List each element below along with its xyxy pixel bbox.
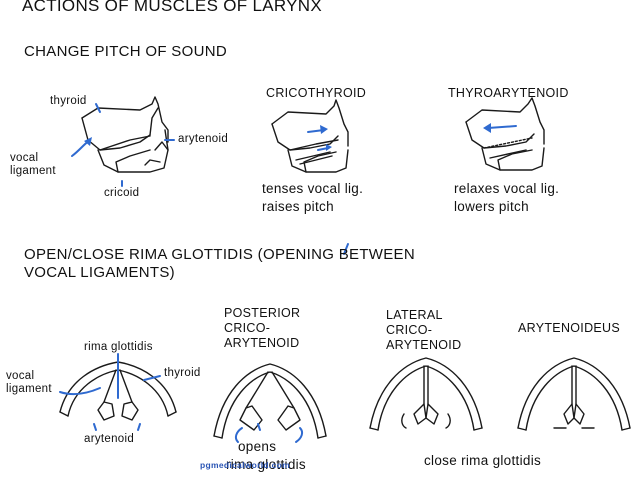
label-arytenoid-2: arytenoid [84, 433, 134, 445]
close-caption: close rima glottidis [424, 453, 541, 468]
posterior-name-1: POSTERIOR [224, 306, 300, 321]
arrowhead-cricothyroid [320, 125, 328, 134]
muscle-name-cricothyroid: CRICOTHYROID [266, 86, 366, 101]
glottis-arytenoideus-view [518, 358, 630, 430]
cricothyroid-action-2: raises pitch [262, 199, 334, 214]
thyroarytenoid-action-2: lowers pitch [454, 199, 529, 214]
tick-arytenoid-left [94, 424, 96, 430]
label-thyroid: thyroid [50, 95, 87, 107]
label-cricoid: cricoid [104, 187, 139, 199]
lateral-name-1: LATERAL [386, 308, 443, 323]
section-heading-pitch: CHANGE PITCH OF SOUND [24, 43, 227, 60]
larynx-thyroarytenoid-view [466, 98, 544, 170]
arrow-thyroarytenoid [488, 126, 516, 128]
posterior-action-1: opens [238, 439, 276, 454]
section-heading-glottis-line-1: OPEN/CLOSE RIMA GLOTTIDIS (OPENING BETWE… [24, 246, 415, 263]
arytenoideus-name: ARYTENOIDEUS [518, 321, 620, 336]
tick-arytenoid-right [138, 424, 140, 430]
larynx-side-view-labeled [82, 97, 168, 172]
thyroarytenoid-action-1: relaxes vocal lig. [454, 181, 559, 196]
posterior-name-3: ARYTENOID [224, 336, 299, 351]
muscle-name-thyroarytenoid: THYROARYTENOID [448, 86, 569, 101]
watermark: pgmedicalworld.com [200, 460, 290, 470]
arrowhead-cricothyroid-small [326, 144, 332, 151]
posterior-name-2: CRICO- [224, 321, 270, 336]
label-vocal-ligament: vocal ligament [10, 152, 56, 178]
page-title: ACTIONS OF MUSCLES OF LARYNX [22, 0, 322, 16]
arrow-posterior-right [296, 428, 302, 442]
section-heading-glottis-line-2: VOCAL LIGAMENTS) [24, 264, 175, 281]
label-rima-glottidis: rima glottidis [84, 341, 153, 353]
lateral-name-2: CRICO- [386, 323, 432, 338]
label-thyroid-2: thyroid [164, 367, 201, 379]
tick-opens [258, 424, 260, 430]
arrowhead-thyroarytenoid [483, 123, 491, 133]
glottis-posterior-cricoarytenoid-view [214, 364, 326, 438]
larynx-cricothyroid-view [272, 100, 348, 172]
label-arytenoid: arytenoid [178, 133, 228, 145]
cricothyroid-action-1: tenses vocal lig. [262, 181, 363, 196]
lateral-name-3: ARYTENOID [386, 338, 461, 353]
label-vocal-ligament-2: vocal ligament [6, 370, 52, 396]
glottis-lateral-cricoarytenoid-view [370, 358, 482, 430]
